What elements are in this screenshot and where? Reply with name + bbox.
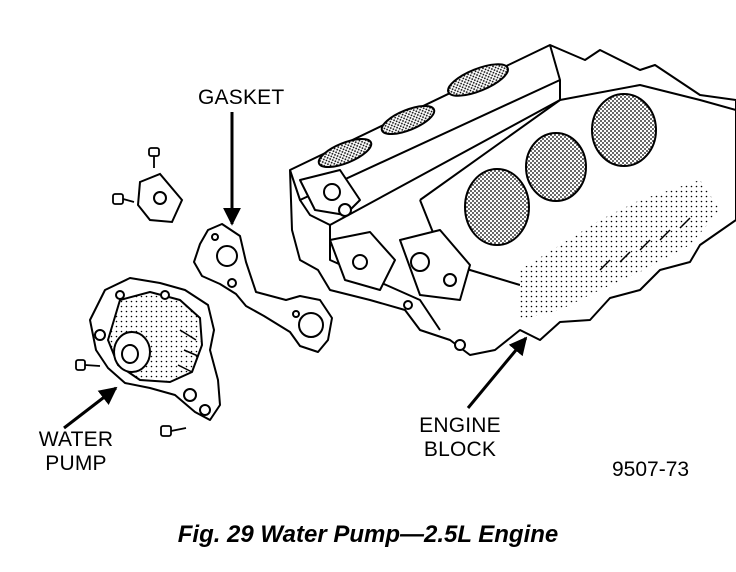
figure-caption: Fig. 29 Water Pump—2.5L Engine: [177, 521, 559, 548]
bolt-top: [148, 147, 160, 168]
cover-plate: [136, 172, 184, 224]
water-pump-arrow: [63, 386, 118, 430]
callout-arrows: [63, 112, 528, 430]
water-pump-label-line2: PUMP: [45, 452, 107, 475]
water-pump-label-line1: WATER: [38, 428, 114, 451]
engine-block-arrow: [466, 336, 528, 409]
bolt-left: [112, 193, 135, 205]
engine-block: [289, 44, 736, 356]
bolt-pump-mid: [75, 359, 101, 371]
water-pump-label: WATER PUMP: [26, 428, 126, 476]
figure-number: 9507-73: [612, 458, 690, 481]
engine-block-label: ENGINE BLOCK: [408, 414, 512, 462]
gasket-part: [193, 223, 333, 353]
engine-block-label-line2: BLOCK: [423, 438, 497, 461]
bolts: [75, 147, 187, 437]
engine-block-label-line1: ENGINE: [419, 414, 501, 437]
gasket-label: GASKET: [198, 86, 285, 109]
bolt-pump-low: [160, 425, 187, 437]
water-pump-part: [89, 277, 221, 421]
